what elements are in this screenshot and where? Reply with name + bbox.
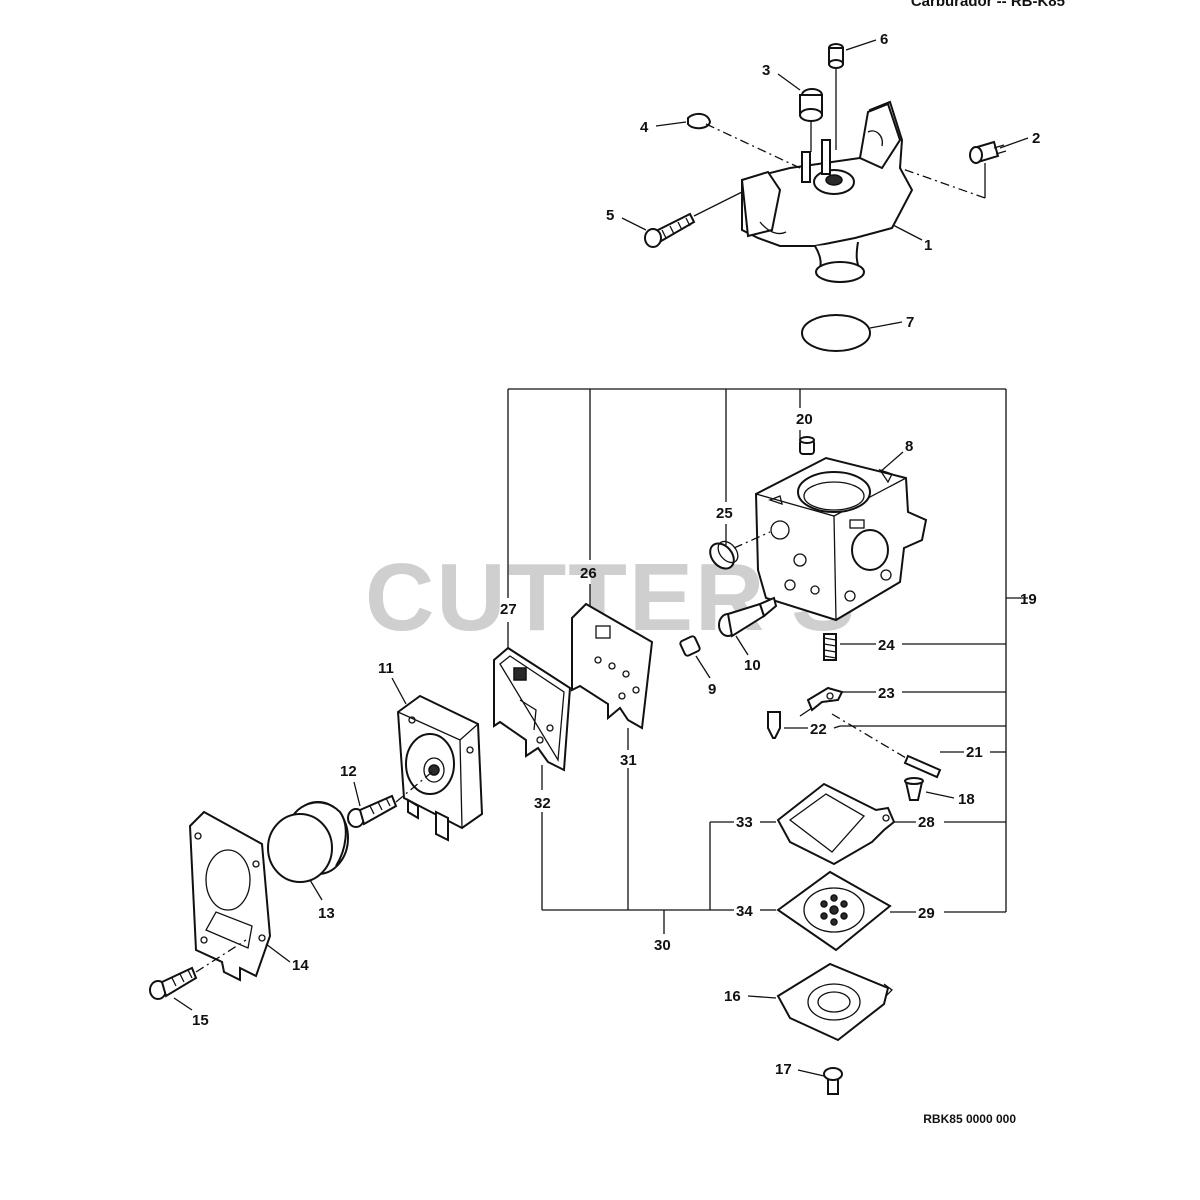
screw-part-5 — [644, 212, 696, 248]
carburetor-body-top-part-1 — [740, 100, 914, 283]
screw-part-12 — [347, 794, 398, 828]
callout-23: 23 — [878, 685, 895, 702]
plug-part-20 — [799, 436, 815, 455]
cover-plate-part-14 — [188, 810, 272, 982]
callout-19: 19 — [1020, 591, 1037, 608]
callout-18: 18 — [958, 791, 975, 808]
callout-4: 4 — [640, 119, 649, 136]
o-ring-part-7 — [801, 314, 871, 352]
callout-2: 2 — [1032, 130, 1040, 147]
clip-part-4 — [687, 112, 712, 130]
callout-28: 28 — [918, 814, 935, 831]
plate-part-27 — [493, 646, 572, 772]
callout-8: 8 — [905, 438, 913, 455]
callout-13: 13 — [318, 905, 335, 922]
pin-part-9 — [679, 635, 701, 657]
diaphragm-part-29 — [776, 870, 892, 952]
screw-part-15 — [149, 966, 198, 1000]
callout-16: 16 — [724, 988, 741, 1005]
carburetor-body-part-8 — [754, 456, 928, 622]
callout-22: 22 — [810, 721, 827, 738]
diagram-code: RBK85 0000 000 — [923, 1112, 1016, 1126]
callout-32: 32 — [534, 795, 551, 812]
callout-33: 33 — [736, 814, 753, 831]
callout-27: 27 — [500, 601, 517, 618]
valve-part-22 — [767, 711, 781, 739]
callout-10: 10 — [744, 657, 761, 674]
callout-7: 7 — [906, 314, 914, 331]
callout-24: 24 — [878, 637, 895, 654]
cover-part-16 — [776, 962, 893, 1042]
callout-1: 1 — [924, 237, 932, 254]
kit-bracket-lines — [507, 388, 1028, 934]
callout-6: 6 — [880, 31, 888, 48]
screw-part-3 — [799, 88, 823, 152]
callout-29: 29 — [918, 905, 935, 922]
gasket-part-26 — [571, 602, 654, 730]
screw-part-2 — [969, 140, 1007, 164]
callout-17: 17 — [775, 1061, 792, 1078]
ring-part-25 — [709, 540, 739, 570]
primer-bulb-part-13 — [267, 801, 349, 883]
callout-11: 11 — [378, 660, 394, 677]
gasket-part-28 — [776, 782, 896, 866]
callout-5: 5 — [606, 207, 614, 224]
callout-15: 15 — [192, 1012, 209, 1029]
callout-21: 21 — [966, 744, 983, 761]
callout-31: 31 — [620, 752, 637, 769]
needle-part-10 — [718, 596, 778, 638]
callout-25: 25 — [716, 505, 733, 522]
callout-26: 26 — [580, 565, 597, 582]
diagram-title: Carburador -- RB-K85 — [911, 0, 1065, 10]
spring-part-24 — [823, 633, 837, 661]
callout-20: 20 — [796, 411, 813, 428]
lever-part-23 — [806, 686, 844, 712]
pin-part-6 — [828, 43, 844, 150]
callout-14: 14 — [292, 957, 309, 974]
callout-30: 30 — [654, 937, 671, 954]
callout-34: 34 — [736, 903, 753, 920]
callout-3: 3 — [762, 62, 770, 79]
pump-body-part-11 — [396, 694, 484, 842]
callout-9: 9 — [708, 681, 716, 698]
screw-part-18 — [904, 777, 924, 801]
callout-12: 12 — [340, 763, 357, 780]
shaft-part-21 — [831, 713, 942, 779]
screw-part-17 — [823, 1067, 843, 1095]
